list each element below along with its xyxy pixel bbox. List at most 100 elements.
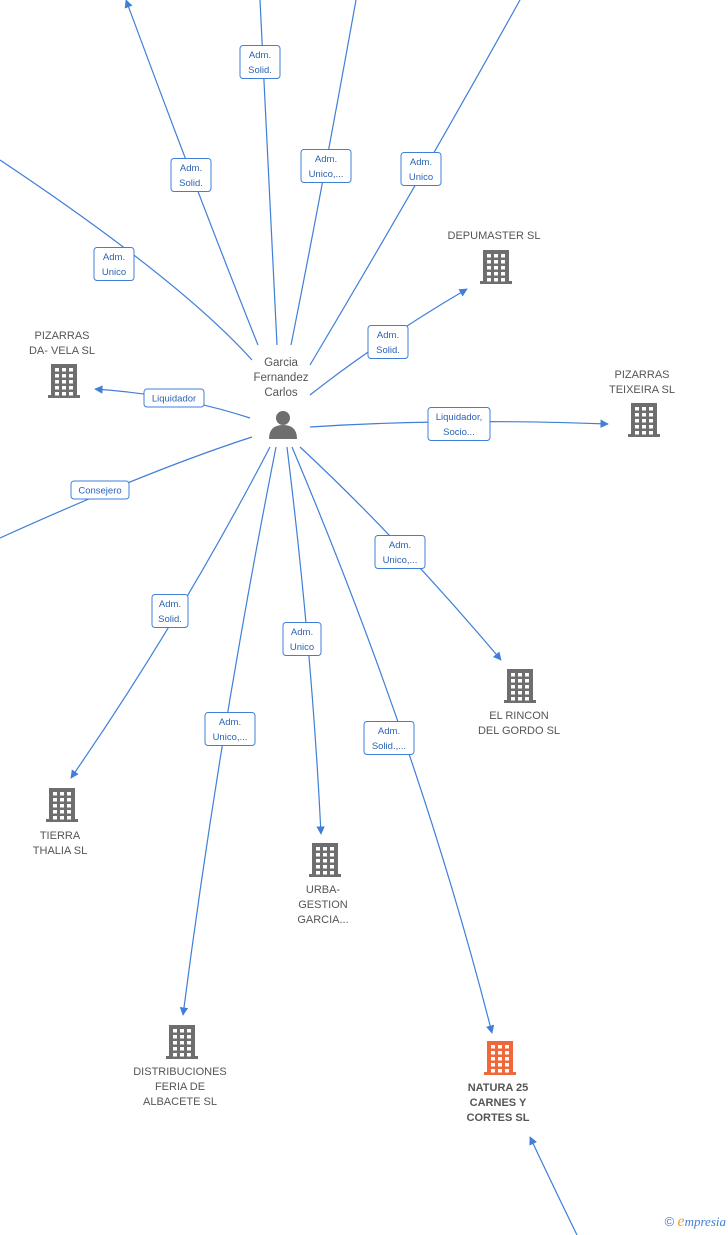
e-distrib-label[interactable]: Adm. Unico,... xyxy=(204,712,256,746)
company-label: TEIXEIRA SL xyxy=(609,384,675,396)
company-node-natura25[interactable]: NATURA 25 CARNES Y CORTES SL xyxy=(467,1041,530,1124)
e-thalia-label[interactable]: Adm. Solid. xyxy=(151,594,189,628)
edge-label-text: Liquidador xyxy=(152,394,196,405)
company-label: NATURA 25 xyxy=(468,1082,529,1094)
edge-label-box[interactable] xyxy=(151,594,189,628)
company-label: CORTES SL xyxy=(467,1112,530,1124)
company-label: CARNES Y xyxy=(470,1097,527,1109)
company-label: FERIA DE xyxy=(155,1081,205,1093)
edge-label-text: Adm. xyxy=(103,252,125,263)
edge-label-text: Adm. xyxy=(219,717,241,728)
e-consejero-line xyxy=(0,436,253,539)
person-label: Fernandez xyxy=(254,372,309,384)
edge-label-box[interactable] xyxy=(204,712,256,746)
company-label: DEL GORDO SL xyxy=(478,725,560,737)
company-label: URBA- xyxy=(306,884,341,896)
e-top-unico-label[interactable]: Adm. Unico,... xyxy=(300,149,352,183)
e-top-right-label[interactable]: Adm. Unico xyxy=(400,152,442,186)
company-label: PIZARRAS xyxy=(34,330,89,342)
edge-label-text: Adm. xyxy=(315,154,337,165)
e-natura-in-line xyxy=(529,1136,578,1235)
edge-label-text: Unico,... xyxy=(213,732,248,743)
edge-label-box[interactable] xyxy=(93,247,135,281)
company-label: EL RINCON xyxy=(489,710,549,722)
edge-label-box[interactable] xyxy=(427,407,491,441)
edge-label-text: Solid. xyxy=(179,178,203,189)
e-left-upper-line xyxy=(0,159,253,361)
edge-label-text: Adm. xyxy=(180,163,202,174)
person-label: Carlos xyxy=(264,387,297,399)
e-top-mid-label[interactable]: Adm. Solid. xyxy=(239,45,281,79)
e-natura-label[interactable]: Adm. Solid.,... xyxy=(363,721,415,755)
brand-logo-initial: e xyxy=(677,1213,685,1230)
company-node-distribuciones[interactable]: DISTRIBUCIONES FERIA DE ALBACETE SL xyxy=(133,1025,227,1108)
edge-label-box[interactable] xyxy=(239,45,281,79)
brand-footer: © empresia xyxy=(665,1213,726,1231)
e-depumaster-label[interactable]: Adm. Solid. xyxy=(367,325,409,359)
e-urba-label[interactable]: Adm. Unico xyxy=(282,622,322,656)
company-node-urba-gestion[interactable]: URBA- GESTION GARCIA... xyxy=(297,843,349,926)
edge-label-text: Adm. xyxy=(389,540,411,551)
e-top-unico-line xyxy=(290,0,357,346)
building-icon xyxy=(504,669,536,703)
e-consejero-label[interactable]: Consejero xyxy=(70,480,130,500)
building-icon xyxy=(309,843,341,877)
building-icon xyxy=(484,1041,516,1075)
edge-label-box[interactable] xyxy=(282,622,322,656)
company-node-el-rincon[interactable]: EL RINCON DEL GORDO SL xyxy=(478,669,560,737)
e-rincon-label[interactable]: Adm. Unico,... xyxy=(374,535,426,569)
company-label: DISTRIBUCIONES xyxy=(133,1066,227,1078)
e-teixeira-label[interactable]: Liquidador,Socio... xyxy=(427,407,491,441)
edge-label-text: Unico xyxy=(290,642,314,653)
edge-label-box[interactable] xyxy=(70,480,130,500)
edge-label-text: Adm. xyxy=(249,50,271,61)
building-icon xyxy=(46,788,78,822)
edge-label-text: Adm. xyxy=(377,330,399,341)
edge-label-box[interactable] xyxy=(170,158,212,192)
company-label: DEPUMASTER SL xyxy=(448,230,541,242)
edge-label-text: Consejero xyxy=(78,486,121,497)
edge-label-text: Unico xyxy=(409,172,433,183)
edge-label-text: Unico,... xyxy=(309,169,344,180)
person-icon xyxy=(269,411,297,439)
edge-label-box[interactable] xyxy=(143,388,205,408)
company-label: DA- VELA SL xyxy=(29,345,95,357)
edge-label-box[interactable] xyxy=(400,152,442,186)
e-top-left-label[interactable]: Adm. Solid. xyxy=(170,158,212,192)
building-icon xyxy=(48,364,80,398)
edge-label-box[interactable] xyxy=(300,149,352,183)
edge-label-text: Solid. xyxy=(248,65,272,76)
building-icon xyxy=(628,403,660,437)
building-icon xyxy=(480,250,512,284)
edge-label-text: Adm. xyxy=(410,157,432,168)
building-icon xyxy=(166,1025,198,1059)
company-label: THALIA SL xyxy=(33,845,87,857)
company-label: GESTION xyxy=(298,899,348,911)
edge-label-box[interactable] xyxy=(367,325,409,359)
edge-label-text: Liquidador, xyxy=(436,412,482,423)
e-davela-label[interactable]: Liquidador xyxy=(143,388,205,408)
edge-label-text: Adm. xyxy=(291,627,313,638)
edge-label-text: Adm. xyxy=(159,599,181,610)
company-node-depumaster[interactable]: DEPUMASTER SL xyxy=(448,230,541,284)
company-label: TIERRA xyxy=(40,830,81,842)
edge-label-box[interactable] xyxy=(374,535,426,569)
edge-label-text: Solid. xyxy=(158,614,182,625)
edge-label-text: Solid.,... xyxy=(372,741,406,752)
edge-label-text: Unico,... xyxy=(383,555,418,566)
brand-logo-text: mpresia xyxy=(684,1214,726,1229)
copyright-icon: © xyxy=(664,1214,675,1229)
company-label: PIZARRAS xyxy=(614,369,669,381)
company-node-tierra-thalia[interactable]: TIERRA THALIA SL xyxy=(33,788,87,857)
edge-label-text: Adm. xyxy=(378,726,400,737)
company-label: GARCIA... xyxy=(297,914,348,926)
edge-label-box[interactable] xyxy=(363,721,415,755)
company-label: ALBACETE SL xyxy=(143,1096,217,1108)
person-label: Garcia xyxy=(264,357,298,369)
edge-label-text: Solid. xyxy=(376,345,400,356)
company-node-pizarras-teixeira[interactable]: PIZARRAS TEIXEIRA SL xyxy=(609,369,675,437)
e-left-upper-label[interactable]: Adm.Unico xyxy=(93,247,135,281)
company-node-pizarras-da-vela[interactable]: PIZARRAS DA- VELA SL xyxy=(29,330,95,398)
